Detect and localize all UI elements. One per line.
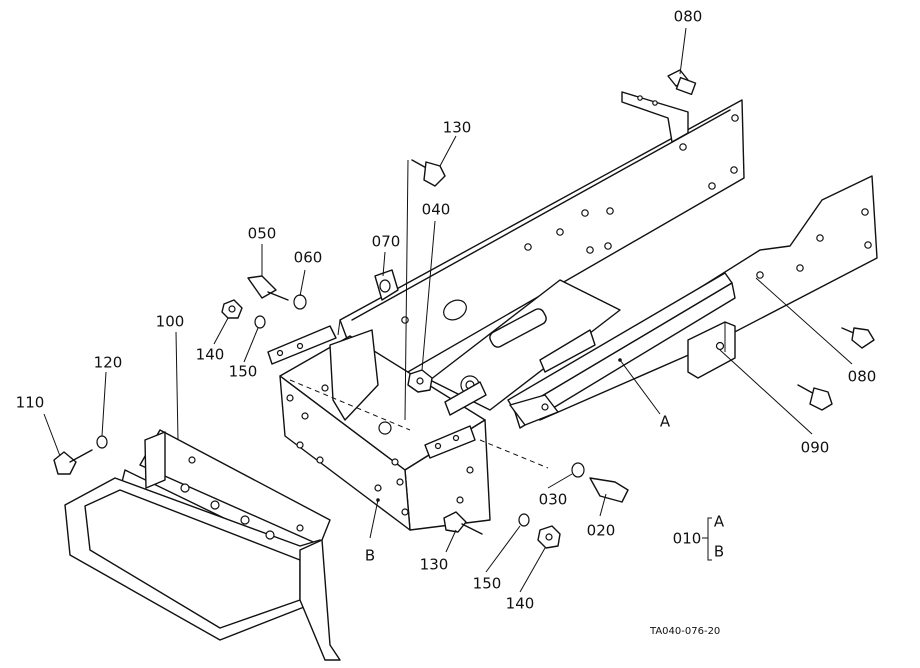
callout-090: 090 bbox=[800, 438, 830, 457]
bolt-130-top bbox=[411, 159, 446, 187]
washer-060 bbox=[293, 294, 307, 310]
callout-140-bottom: 140 bbox=[505, 594, 535, 613]
callout-150-bottom: 150 bbox=[472, 574, 502, 593]
callout-080-right: 080 bbox=[847, 367, 877, 386]
callout-080-top: 080 bbox=[673, 7, 703, 26]
nut-140-bottom bbox=[537, 525, 561, 549]
bolt-080-right bbox=[841, 327, 875, 349]
callout-B: B bbox=[364, 546, 376, 565]
legend-a: A bbox=[713, 512, 725, 531]
callout-060: 060 bbox=[293, 248, 323, 267]
callout-070: 070 bbox=[371, 232, 401, 251]
washer-120 bbox=[96, 435, 108, 449]
callout-030: 030 bbox=[538, 490, 568, 509]
washer-030 bbox=[571, 462, 585, 478]
angle-bar bbox=[507, 272, 736, 429]
washer-150-left bbox=[254, 315, 266, 329]
bolt-090 bbox=[797, 384, 833, 411]
callout-120: 120 bbox=[93, 353, 123, 372]
bolt-080-top bbox=[667, 69, 697, 96]
spacer-070 bbox=[374, 269, 399, 301]
drawing-id: TA040-076-20 bbox=[650, 626, 721, 637]
bolt-110 bbox=[53, 449, 93, 475]
leader-lines bbox=[43, 27, 853, 593]
bolt-050 bbox=[247, 275, 289, 301]
callout-020: 020 bbox=[586, 521, 616, 540]
bolt-130-bottom bbox=[443, 511, 483, 535]
callout-100: 100 bbox=[155, 312, 185, 331]
callout-140-left: 140 bbox=[195, 345, 225, 364]
legend-part-number: 010 bbox=[672, 529, 702, 548]
callout-110: 110 bbox=[15, 393, 45, 412]
nut-140-left bbox=[221, 299, 243, 319]
legend-b: B bbox=[713, 542, 725, 561]
step-bracket bbox=[64, 429, 341, 661]
callout-040: 040 bbox=[421, 200, 451, 219]
callout-050: 050 bbox=[247, 224, 277, 243]
center-frame bbox=[267, 279, 621, 531]
callout-130-bottom: 130 bbox=[419, 555, 449, 574]
washer-150-bottom bbox=[518, 513, 530, 527]
clamp-block bbox=[687, 321, 736, 379]
upper-side-rail bbox=[337, 99, 745, 406]
callout-150-left: 150 bbox=[228, 362, 258, 381]
pin-020 bbox=[589, 477, 629, 503]
callout-A: A bbox=[659, 412, 671, 431]
callout-130-top: 130 bbox=[442, 118, 472, 137]
rear-bracket bbox=[621, 91, 689, 143]
